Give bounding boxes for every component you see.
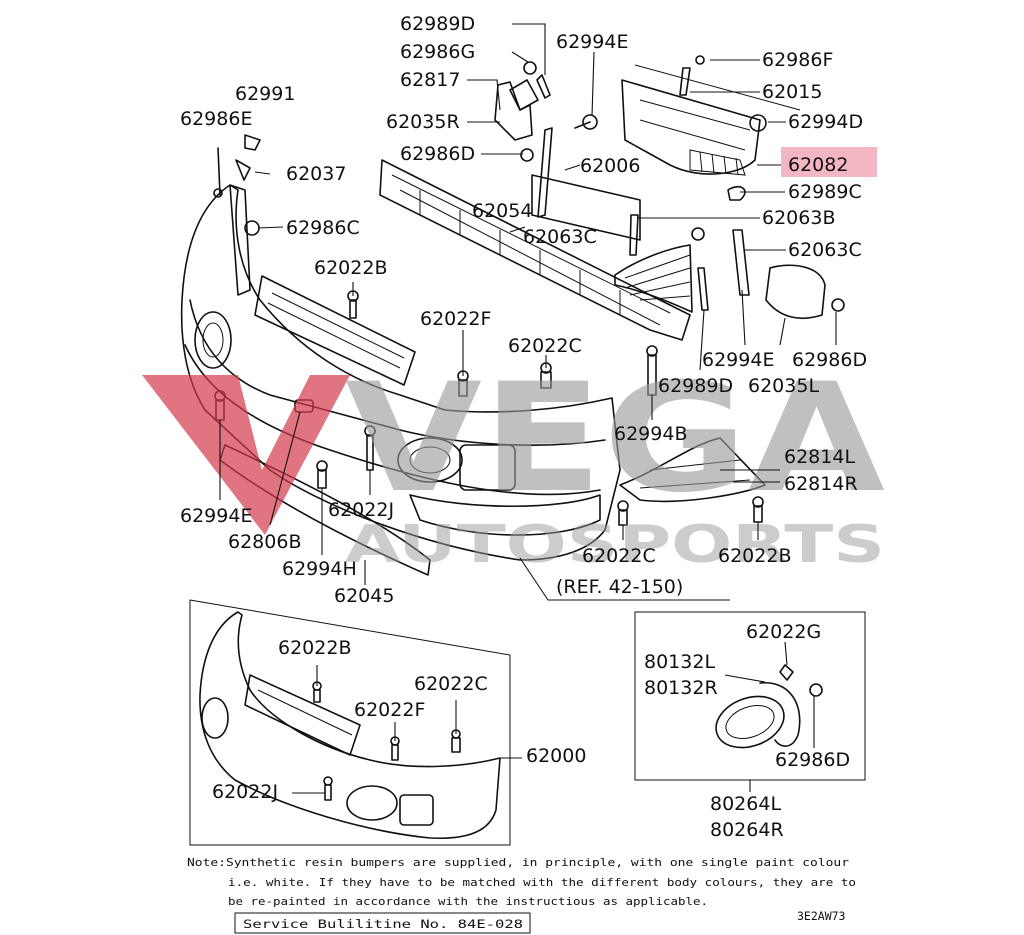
label-62037: 62037 <box>286 163 346 185</box>
watermark-sub: AUTOSPORTS <box>345 515 885 575</box>
label-62986D-b: 62986D <box>792 349 867 371</box>
inset-fog-cover <box>634 611 866 792</box>
label-62022C-a: 62022C <box>508 335 582 357</box>
label-62022J-b: 62022J <box>212 781 278 803</box>
label-62045: 62045 <box>334 585 394 607</box>
label-80132L: 80132L <box>644 651 715 673</box>
label-62994D: 62994D <box>788 111 863 133</box>
label-62006: 62006 <box>580 155 640 177</box>
label-80132R: 80132R <box>644 677 718 699</box>
service-bulletin-box <box>234 912 531 934</box>
label-62000: 62000 <box>526 745 586 767</box>
label-62015: 62015 <box>762 81 822 103</box>
label-62991: 62991 <box>235 83 295 105</box>
label-80264L: 80264L <box>710 793 781 815</box>
label-62989D-a: 62989D <box>400 13 475 35</box>
part-labels: 62989D 62986G 62817 62035R 62986D 62994E… <box>180 13 867 841</box>
small-parts-top <box>213 55 845 320</box>
inset-bumper-assembly <box>189 599 522 846</box>
label-62986D-a: 62986D <box>400 143 475 165</box>
label-62817: 62817 <box>400 69 460 91</box>
diagram-code: 3E2AW73 <box>797 909 846 923</box>
label-62989C: 62989C <box>788 181 862 203</box>
label-62022J-a: 62022J <box>328 499 394 521</box>
label-62989D-b: 62989D <box>658 375 733 397</box>
leader-lines <box>219 23 837 601</box>
label-62063C-b: 62063C <box>788 239 862 261</box>
label-62063B: 62063B <box>762 207 835 229</box>
label-62994E-b: 62994E <box>702 349 774 371</box>
label-62986E: 62986E <box>180 108 252 130</box>
highlight-62082 <box>781 147 877 177</box>
label-62994B: 62994B <box>614 423 687 445</box>
label-62035L: 62035L <box>748 375 819 397</box>
label-62022C-c: 62022C <box>414 673 488 695</box>
bumper-reinforcement-drawing <box>379 159 691 341</box>
label-62054: 62054 <box>472 200 532 222</box>
label-62806B: 62806B <box>228 531 301 553</box>
grille-insert-drawing <box>614 64 801 313</box>
note-line-2: i.e. white. If they have to be matched w… <box>228 876 856 889</box>
label-62022C-b: 62022C <box>582 545 656 567</box>
label-62994E-c: 62994E <box>180 505 252 527</box>
label-62814R: 62814R <box>784 473 858 495</box>
label-62022B-c: 62022B <box>278 637 351 659</box>
watermark: VEGA AUTOSPORTS <box>142 352 885 575</box>
label-62022B-b: 62022B <box>718 545 791 567</box>
label-62035R: 62035R <box>386 111 460 133</box>
label-62082: 62082 <box>788 154 848 176</box>
label-62986F: 62986F <box>762 49 833 71</box>
label-62814L: 62814L <box>784 446 855 468</box>
label-62986G: 62986G <box>400 41 475 63</box>
label-ref: (REF. 42-150) <box>556 576 683 598</box>
label-62063C-a: 62063C <box>523 226 597 248</box>
label-80264R: 80264R <box>710 819 784 841</box>
note-line-3: be re-painted in accordance with the ins… <box>228 895 708 908</box>
label-62022B-a: 62022B <box>314 257 387 279</box>
label-62986D-c: 62986D <box>775 749 850 771</box>
label-62986C: 62986C <box>286 217 360 239</box>
service-bulletin: Service Bulilitine No. 84E-028 <box>243 917 523 931</box>
label-62994E-a: 62994E <box>556 31 628 53</box>
label-62022F-b: 62022F <box>354 699 425 721</box>
label-62994H: 62994H <box>282 558 357 580</box>
footnote: Note:Synthetic resin bumpers are supplie… <box>187 856 856 931</box>
label-62022F-a: 62022F <box>420 308 491 330</box>
undercover-drawing <box>619 437 766 503</box>
watermark-word: VEGA <box>345 352 885 526</box>
watermark-v-logo <box>142 375 350 535</box>
label-62022G: 62022G <box>746 621 821 643</box>
note-line-1: Note:Synthetic resin bumpers are supplie… <box>187 856 849 869</box>
